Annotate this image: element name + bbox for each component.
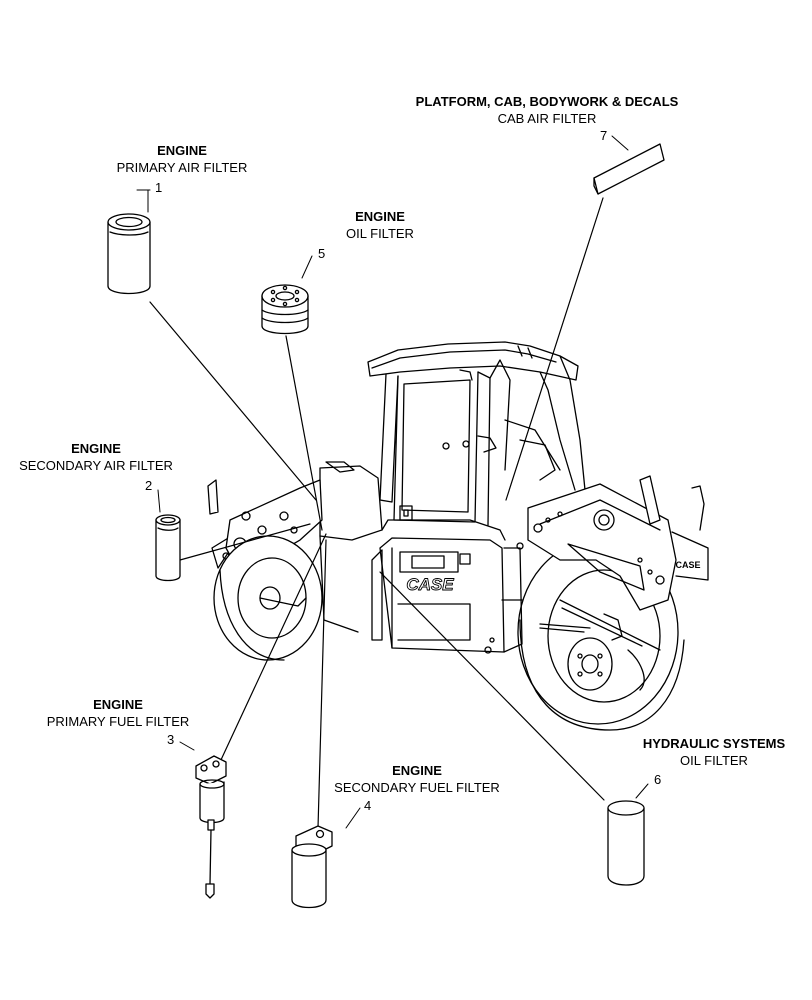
part-6-label: HYDRAULIC SYSTEMS OIL FILTER [626,735,802,769]
part-6-description: OIL FILTER [680,753,748,768]
part-3-label: ENGINE PRIMARY FUEL FILTER [36,696,200,730]
part-3-description: PRIMARY FUEL FILTER [46,714,190,729]
part-6-category: HYDRAULIC SYSTEMS [642,736,786,751]
part-5-label: ENGINE OIL FILTER [330,208,430,242]
part-7-cab-air-filter-illustration [593,143,665,195]
part-4-number: 4 [364,798,372,813]
part-7-category: PLATFORM, CAB, BODYWORK & DECALS [415,94,679,109]
part-3-category: ENGINE [93,697,143,712]
part-1-label: ENGINE PRIMARY AIR FILTER [114,142,250,176]
part-7-number: 7 [600,128,608,143]
part-1-number: 1 [155,180,163,195]
part-4-secondary-fuel-filter-illustration [291,825,333,909]
part-2-secondary-air-filter-illustration [155,514,181,582]
leader-lines [149,197,605,829]
svg-text:CASE: CASE [675,560,700,570]
machine-logo: CASE [406,575,454,594]
part-6-hydraulic-oil-filter-illustration [607,800,645,886]
part-1-category: ENGINE [157,143,207,158]
part-4-category: ENGINE [392,763,442,778]
part-7-label: PLATFORM, CAB, BODYWORK & DECALS CAB AIR… [396,93,698,127]
part-1-description: PRIMARY AIR FILTER [116,160,248,175]
part-2-number: 2 [145,478,153,493]
part-7-description: CAB AIR FILTER [497,111,597,126]
part-2-label: ENGINE SECONDARY AIR FILTER [8,440,184,474]
part-5-description: OIL FILTER [346,226,414,241]
part-4-label: ENGINE SECONDARY FUEL FILTER [322,762,512,796]
part-6-number: 6 [654,772,662,787]
part-2-category: ENGINE [71,441,121,456]
part-5-number: 5 [318,246,326,261]
part-1-primary-air-filter-illustration [107,213,151,295]
part-5-oil-filter-illustration [261,284,309,335]
callout-ticks [136,135,649,829]
part-2-description: SECONDARY AIR FILTER [19,458,173,473]
part-3-number: 3 [167,732,175,747]
part-3-primary-fuel-filter-illustration [195,755,227,899]
part-5-category: ENGINE [355,209,405,224]
part-4-description: SECONDARY FUEL FILTER [334,780,500,795]
compactor-roller-illustration: CASE [207,341,709,731]
